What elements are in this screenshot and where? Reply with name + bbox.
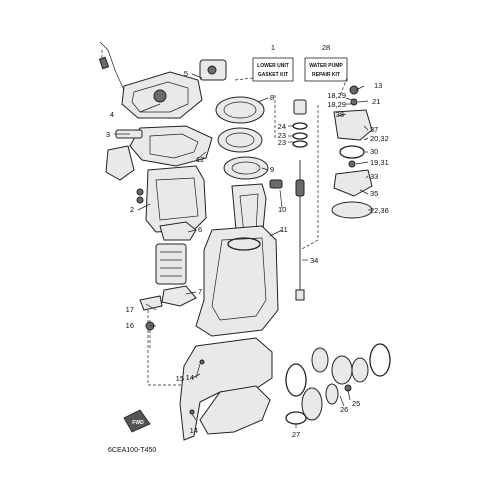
callout-20-32: 20,32 [370,134,389,143]
callout-25: 25 [352,399,360,408]
callout-16: 16 [126,321,134,330]
callout-17: 17 [126,305,134,314]
water-pump-repair-kit-box: 28 WATER PUMP REPAIR KIT [304,43,348,97]
callout-18-29-b: 18,29 [327,100,346,109]
callout-30: 30 [370,147,378,156]
callout-9: 9 [270,165,274,174]
callout-27: 27 [292,430,300,439]
callout-10: 10 [278,205,286,214]
callout-6: 6 [198,225,202,234]
callout-38: 38 [336,110,344,119]
oil-pan-gasket [159,221,197,241]
lower-unit-box-line2: GASKET KIT [258,72,288,78]
diagram-code: 6CEA100-T450 [108,447,156,454]
small-parts-16-17 [139,295,163,331]
drive-shaft [295,160,305,301]
callout-numbers: 2 3 4 5 6 7 8 9 10 11 12 13 14 14 15 16 … [106,69,389,439]
seal-7 [161,285,197,307]
callout-28: 28 [322,43,330,52]
callout-33: 33 [370,172,378,181]
water-pump-box-line2: REPAIR KIT [312,72,340,78]
callout-37: 37 [370,125,378,134]
callout-23-a: 23 [278,131,286,140]
exhaust-guide [105,129,143,181]
drive-shaft-housing [195,225,279,337]
callout-15: 15 [176,374,184,383]
callout-12: 12 [196,155,204,164]
callout-23-b: 23 [278,138,286,147]
fwd-arrow-icon: FWD [123,409,151,433]
lower-unit-gasket-kit-box: 1 LOWER UNIT GASKET KIT [234,43,294,82]
callout-21: 21 [372,97,380,106]
upper-casing [121,59,227,119]
lower-unit-box-line1: LOWER UNIT [257,63,289,69]
callout-35: 35 [370,189,378,198]
callout-2: 2 [130,205,134,214]
callout-7: 7 [198,287,202,296]
callout-19-31: 19,31 [370,158,389,167]
callout-5: 5 [184,69,188,78]
callout-4: 4 [110,110,114,119]
callout-3: 3 [106,130,110,139]
callout-14-lower: 14 [190,426,198,435]
exhaust-manifold [136,165,207,233]
callout-11: 11 [280,225,288,234]
intake-screen [155,243,187,285]
lower-gear-case [179,337,273,441]
callout-34: 34 [310,256,318,265]
water-pump-parts [292,85,373,219]
callout-14-upper: 14 [186,373,194,382]
callout-26: 26 [340,405,348,414]
callout-24: 24 [278,122,286,131]
callout-22-36: 22,36 [370,206,389,215]
fwd-label: FWD [132,420,144,426]
plate-gaskets [215,96,283,189]
leader-lines [114,73,372,428]
callout-1: 1 [271,43,275,52]
gasket-12 [129,125,213,167]
prop-shaft-parts [285,343,391,425]
callout-18-29-a: 18,29 [327,91,346,100]
water-pump-box-line1: WATER PUMP [309,63,343,69]
callout-13: 13 [374,81,382,90]
callout-8: 8 [270,93,274,102]
